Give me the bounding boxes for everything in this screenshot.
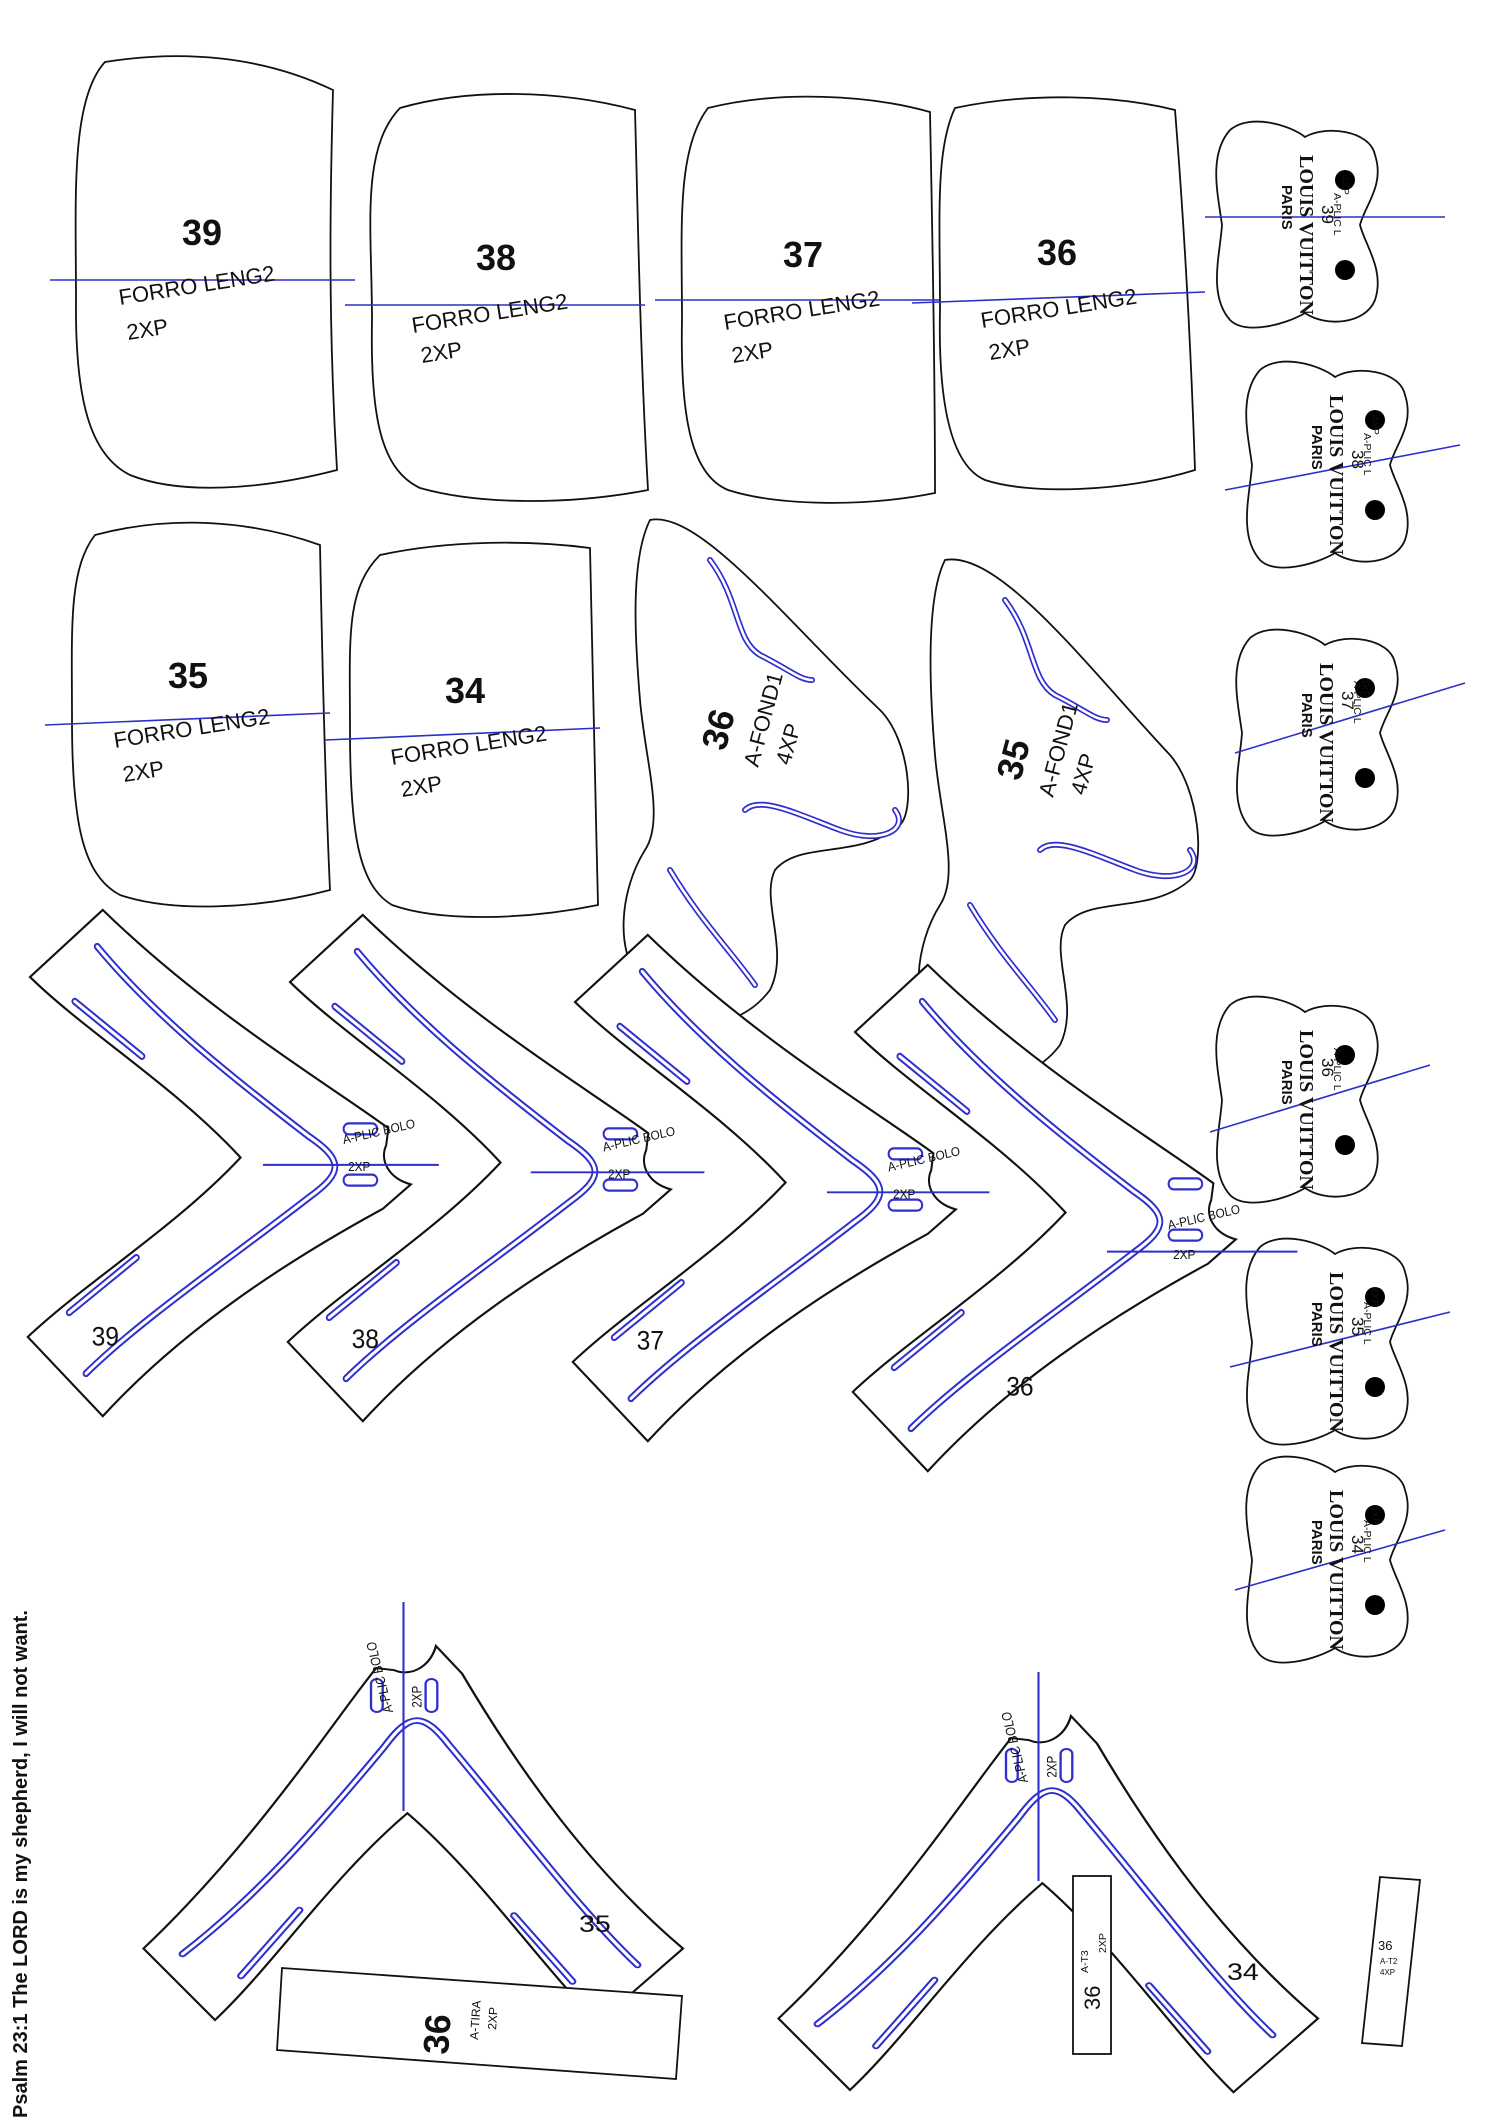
bolo-piece-34: A-PLIC BOLO 2XP 34 <box>779 1671 1319 2092</box>
strip-qty: 2XP <box>485 2007 501 2031</box>
bolo-size: 35 <box>579 1910 611 1937</box>
plic-size: 34 <box>1348 1535 1367 1554</box>
plic-size: 38 <box>1348 450 1367 469</box>
strip-a-tira: 36 A-TIRA 2XP <box>276 1967 683 2080</box>
bolo-size: 36 <box>1006 1373 1033 1402</box>
plic-piece-39: 39 A-PLIC L 4XP LOUIS VUITTON PARIS <box>1205 120 1445 329</box>
fond-piece-35: 35 A-FOND1 4XP <box>917 558 1200 1079</box>
plic-piece-35: 35 A-PLIC L 4XP LOUIS VUITTON PARIS <box>1229 1237 1451 1446</box>
plic-size: 35 <box>1348 1317 1367 1336</box>
footer-verse: Psalm 23:1 The LORD is my shepherd, I wi… <box>10 1610 32 2118</box>
bolo-piece-39: A-PLIC BOLO 2XP 39 <box>28 910 439 1416</box>
plic-piece-38: 38 A-PLIC L 4XP LOUIS VUITTON PARIS <box>1224 360 1461 569</box>
plic-city: PARIS <box>1308 1302 1325 1347</box>
bolo-qty: 2XP <box>1173 1247 1195 1262</box>
plic-qty: 4XP <box>1369 415 1381 435</box>
bolo-qty: 2XP <box>893 1187 915 1202</box>
forro-piece-38: 38 FORRO LENG2 2XP <box>345 93 649 502</box>
forro-piece-37: 37 FORRO LENG2 2XP <box>655 95 950 504</box>
plic-qty: 4XP <box>1359 678 1371 698</box>
fond-piece-36: 36 A-FOND1 4XP <box>622 518 910 1024</box>
plic-piece-34: 34 A-PLIC L 4XP LOUIS VUITTON PARIS <box>1234 1455 1446 1664</box>
forro-piece-34: 34 FORRO LENG2 2XP <box>324 541 601 918</box>
strip-a-t2: 36 A-T2 4XP <box>1361 1876 1421 2047</box>
forro-size: 34 <box>445 670 485 711</box>
plic-city: PARIS <box>1278 1060 1295 1105</box>
strip-qty: 2XP <box>1097 1933 1109 1953</box>
forro-size: 36 <box>1037 232 1077 273</box>
bolo-piece-37: A-PLIC BOLO 2XP 37 <box>573 935 990 1441</box>
strip-size: 36 <box>415 2013 459 2056</box>
bolo-qty: 2XP <box>608 1167 630 1182</box>
plic-label: A-PLIC L <box>1331 1048 1343 1091</box>
plic-brand: LOUIS VUITTON <box>1325 1272 1347 1432</box>
plic-brand: LOUIS VUITTON <box>1325 1490 1347 1650</box>
bolo-piece-36: A-PLIC BOLO 2XP 36 <box>853 965 1298 1471</box>
strip-size: 36 <box>1378 1938 1392 1953</box>
plic-size: 36 <box>1318 1058 1337 1077</box>
plic-qty: 4XP <box>1369 1505 1381 1525</box>
forro-size: 39 <box>182 212 222 253</box>
strip-label: A-T2 <box>1380 1957 1398 1966</box>
bolo-size: 34 <box>1227 1958 1259 1985</box>
plic-size: 37 <box>1338 691 1357 710</box>
plic-city: PARIS <box>1308 1520 1325 1565</box>
forro-piece-39: 39 FORRO LENG2 2XP <box>50 55 355 489</box>
plic-piece-36: 36 A-PLIC L LOUIS VUITTON PARIS <box>1209 995 1431 1204</box>
plic-qty: 4XP <box>1369 1287 1381 1307</box>
forro-size: 35 <box>168 655 208 696</box>
bolo-size: 39 <box>92 1323 119 1352</box>
strip-label: A-TIRA <box>467 2000 484 2040</box>
bolo-qty: 2XP <box>410 1686 425 1708</box>
bolo-piece-35: A-PLIC BOLO 2XP 35 <box>144 1601 684 2022</box>
plic-brand: LOUIS VUITTON <box>1325 395 1347 555</box>
plic-brand: LOUIS VUITTON <box>1315 663 1337 823</box>
plic-city: PARIS <box>1308 425 1325 470</box>
bolo-size: 37 <box>637 1327 664 1356</box>
plic-label: A-PLIC L <box>1361 1302 1373 1345</box>
forro-piece-36: 36 FORRO LENG2 2XP <box>911 96 1206 491</box>
forro-size: 38 <box>476 237 516 278</box>
strip-label: A-T3 <box>1079 1950 1091 1973</box>
plic-brand: LOUIS VUITTON <box>1295 1030 1317 1190</box>
strip-a-t3: 36 A-T3 2XP <box>1072 1875 1112 2055</box>
forro-size: 37 <box>783 234 823 275</box>
plic-city: PARIS <box>1278 185 1295 230</box>
plic-label: A-PLIC L <box>1331 193 1343 236</box>
plic-label: A-PLIC L <box>1361 433 1373 476</box>
plic-city: PARIS <box>1298 693 1315 738</box>
plic-label: A-PLIC L <box>1361 1520 1373 1563</box>
plic-label: A-PLIC L <box>1351 681 1363 724</box>
bolo-qty: 2XP <box>348 1160 370 1175</box>
bolo-qty: 2XP <box>1045 1756 1060 1778</box>
plic-brand: LOUIS VUITTON <box>1295 155 1317 315</box>
plic-piece-37: 37 A-PLIC L 4XP LOUIS VUITTON PARIS <box>1234 628 1466 837</box>
plic-size: 39 <box>1318 205 1337 224</box>
bolo-size: 38 <box>352 1325 379 1354</box>
plic-qty: 4XP <box>1339 175 1351 195</box>
strip-size: 36 <box>1080 1986 1105 2010</box>
forro-piece-35: 35 FORRO LENG2 2XP <box>44 521 331 908</box>
strip-qty: 4XP <box>1380 1968 1395 1977</box>
